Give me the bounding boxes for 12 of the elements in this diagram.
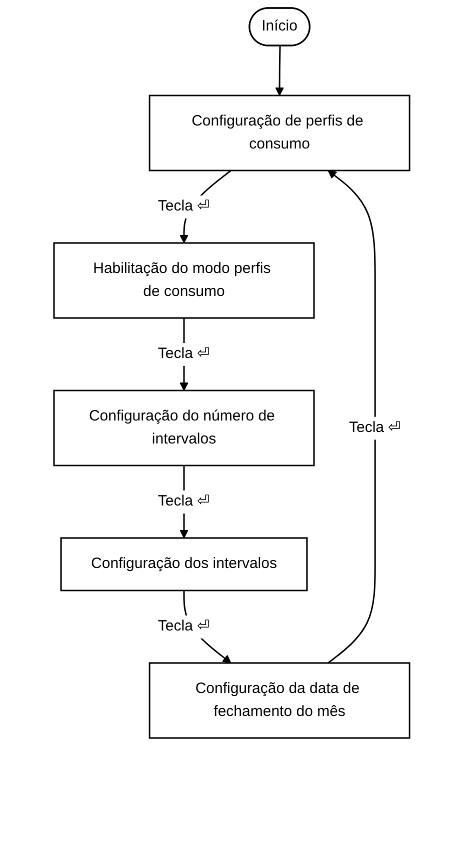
- arrow: [328, 170, 376, 664]
- node-box: Configuração da data de fechamento do mês: [149, 662, 411, 739]
- node-box: Configuração de perfis de consumo: [149, 94, 411, 172]
- edge-label: Tecla ⏎: [158, 198, 210, 214]
- arrow: [275, 46, 284, 96]
- node-box: Habilitação do modo perfis de consumo: [53, 242, 315, 319]
- edge-label: Tecla ⏎: [158, 345, 210, 362]
- node-box: Configuração dos intervalos: [60, 537, 308, 592]
- edge-label: Tecla ⏎: [158, 492, 210, 510]
- edge-label: Tecla ⏎: [158, 618, 210, 634]
- node-box: Configuração do número de intervalos: [53, 390, 315, 466]
- edge-label: Tecla ⏎: [349, 418, 402, 436]
